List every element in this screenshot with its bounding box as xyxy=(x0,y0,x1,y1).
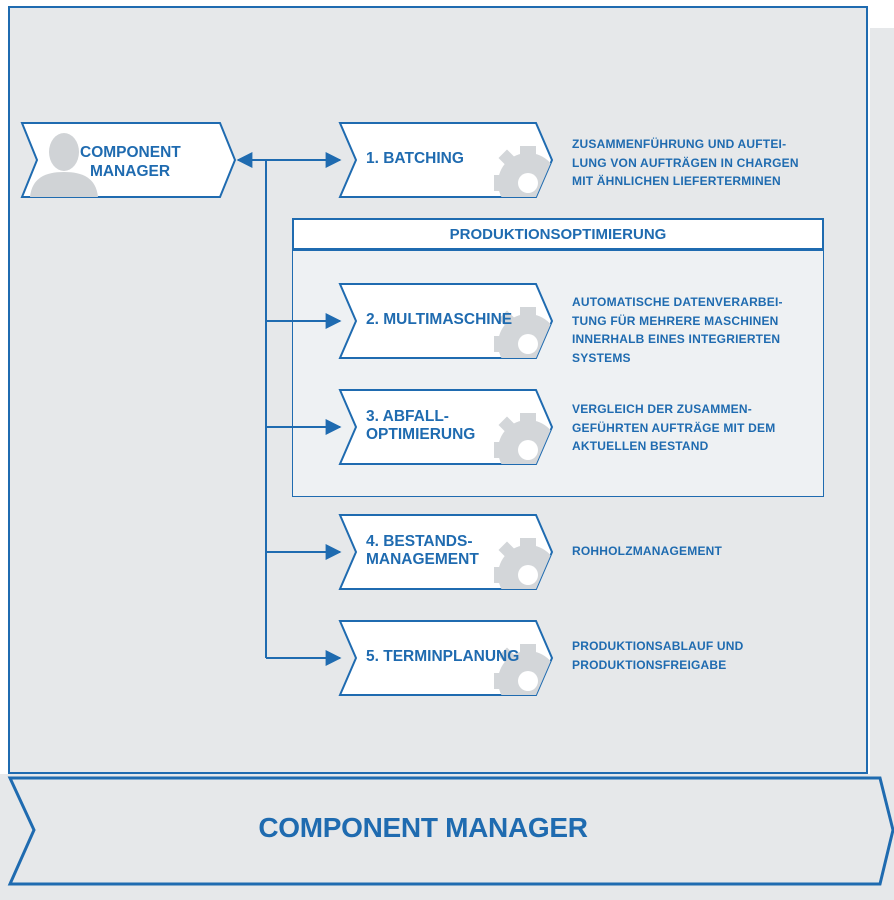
manager-label: COMPONENT MANAGER xyxy=(80,144,181,180)
user-silhouette-icon xyxy=(30,133,98,197)
gear-icon xyxy=(494,538,552,589)
step-box-1 xyxy=(338,122,554,198)
backdrop-right xyxy=(870,28,894,774)
step-box-4 xyxy=(338,514,554,590)
step-box-2 xyxy=(338,283,554,359)
step-box-3 xyxy=(338,389,554,465)
manager-box xyxy=(20,122,237,198)
gear-icon xyxy=(494,146,552,197)
step-label-5: 5. TERMINPLANUNG xyxy=(366,648,520,665)
gear-icon xyxy=(494,644,552,695)
step-label-1: 1. BATCHING xyxy=(366,150,464,167)
step-description-5: PRODUKTIONSABLAUF UND PRODUKTIONSFREIGAB… xyxy=(572,639,744,672)
region-title-box: PRODUKTIONSOPTIMIERUNG xyxy=(292,218,824,250)
step-label-2: 2. MULTIMASCHINE xyxy=(366,311,513,328)
step-description-2: AUTOMATISCHE DATENVERARBEI- TUNG FÜR MEH… xyxy=(572,295,783,365)
gear-icon xyxy=(494,307,552,358)
step-box-5 xyxy=(338,620,554,696)
step-label-4: 4. BESTANDS- MANAGEMENT xyxy=(366,533,479,568)
footer-banner xyxy=(7,776,894,886)
footer-title: COMPONENT MANAGER xyxy=(258,812,588,843)
region-title: PRODUKTIONSOPTIMIERUNG xyxy=(449,225,667,243)
step-description-3: VERGLEICH DER ZUSAMMEN- GEFÜHRTEN AUFTRÄ… xyxy=(572,402,776,453)
step-label-3: 3. ABFALL- OPTIMIERUNG xyxy=(366,408,476,443)
connector-lines xyxy=(236,152,342,666)
step-description-4: ROHHOLZMANAGEMENT xyxy=(572,544,723,558)
step-description-1: ZUSAMMENFÜHRUNG UND AUFTEI- LUNG VON AUF… xyxy=(572,137,799,188)
gear-icon xyxy=(494,413,552,464)
